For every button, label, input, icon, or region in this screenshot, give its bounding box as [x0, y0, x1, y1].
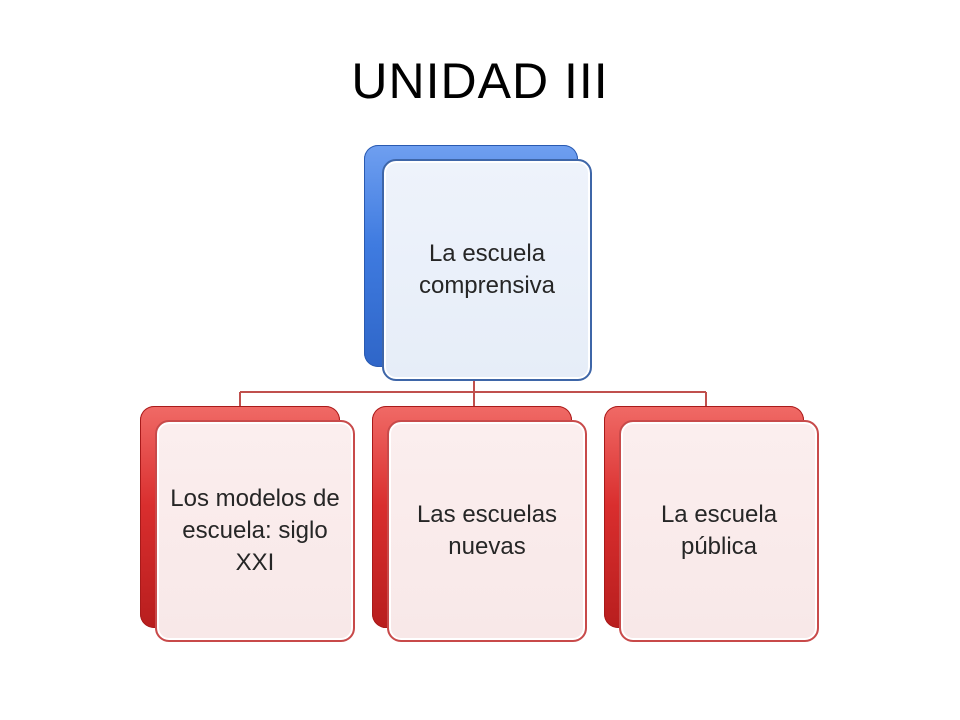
slide-title: UNIDAD III [351, 53, 609, 109]
child-node-escuela-publica[interactable]: La escuela pública [604, 406, 822, 644]
root-node-label: La escuela comprensiva [382, 159, 592, 381]
child-node-label: La escuela pública [619, 420, 819, 642]
child-node-modelos[interactable]: Los modelos de escuela: siglo XXI [140, 406, 358, 644]
child-node-label: Los modelos de escuela: siglo XXI [155, 420, 355, 642]
root-node[interactable]: La escuela comprensiva [364, 145, 596, 383]
child-node-label: Las escuelas nuevas [387, 420, 587, 642]
child-node-escuelas-nuevas[interactable]: Las escuelas nuevas [372, 406, 590, 644]
